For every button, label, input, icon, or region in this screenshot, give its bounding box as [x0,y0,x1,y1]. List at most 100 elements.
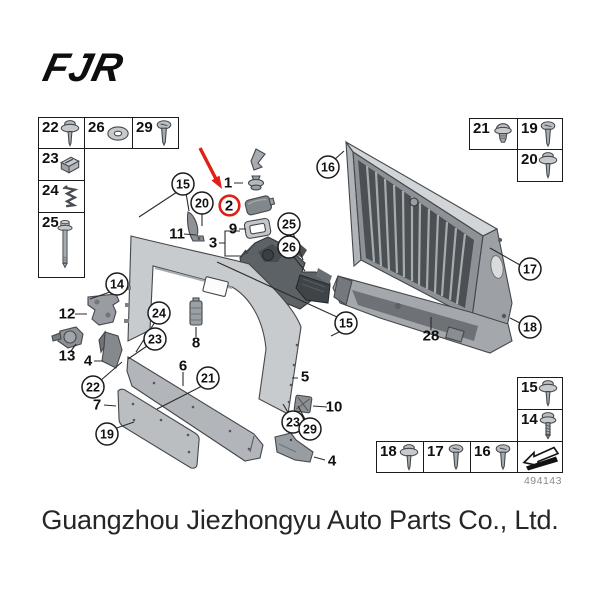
highlight-arrow [198,147,222,189]
part-label-10: 10 [326,399,343,416]
fastener-cell-arrow [517,441,563,473]
direction-arrow-icon [523,446,559,471]
drawing-number: 494143 [523,475,562,487]
part-label-3: 3 [209,235,217,252]
part-number: 15 [521,379,538,396]
clip-nut-icon [60,156,80,174]
screw-icon [495,444,511,470]
company-name: Guangzhou Jiezhongyu Auto Parts Co., Ltd… [41,505,559,535]
part-number: 26 [88,119,105,136]
highlight-circle [218,194,241,217]
part-number: 24 [42,182,59,199]
svg-text:16: 16 [321,161,335,175]
fastener-cell-20: 20 [517,149,563,182]
circled-part-label-17: 17 [518,257,542,281]
circled-part-label-25: 25 [277,212,301,236]
part-bracket [87,293,120,326]
part-label-11: 11 [169,226,185,243]
part-number: 25 [42,214,59,231]
part-number: 17 [427,443,444,460]
svg-text:22: 22 [86,381,100,395]
part-label-12: 12 [59,306,76,323]
part-number: 23 [42,150,59,167]
part-label-4: 4 [84,353,93,370]
circled-part-label-29: 29 [298,417,322,441]
grommet-icon [494,123,512,143]
circled-part-label-22: 22 [81,375,105,399]
circled-part-label-14: 14 [105,272,129,296]
circled-part-label-24: 24 [147,301,171,325]
part-gasket [243,218,272,239]
svg-text:29: 29 [303,423,317,437]
fastener-cell-25: 25 [38,212,85,278]
clamp-icon [61,184,77,208]
circled-part-label-15: 15 [171,172,195,196]
fastener-cell-18: 18 [376,441,424,473]
fastener-cell-21: 21 [469,118,518,150]
part-corner-left [98,330,123,369]
part-lower-beam [332,275,513,354]
circled-part-label-20: 20 [190,191,214,215]
svg-text:20: 20 [195,197,209,211]
svg-text:17: 17 [523,263,537,277]
fastener-cell-14: 14 [517,409,563,442]
fastener-cell-15: 15 [517,377,563,410]
part-radiator-grille [345,140,513,337]
fastener-cell-23: 23 [38,148,85,181]
part-plate-panel [117,388,200,469]
part-label-28: 28 [423,328,440,345]
part-label-8: 8 [192,335,200,352]
part-number: 18 [380,443,397,460]
circled-part-label-21: 21 [196,366,220,390]
part-number: 16 [474,443,491,460]
circled-part-label-19: 19 [95,422,119,446]
flange-screw-icon [60,120,80,147]
part-number: 14 [521,411,538,428]
flange-screw-icon [538,152,558,179]
part-cover [244,195,276,216]
flange-screw-icon [399,444,419,471]
part-label-5: 5 [301,369,309,386]
part-hood-ornament [247,148,266,191]
part-label-13: 13 [59,348,76,365]
circled-part-label-18: 18 [518,315,542,339]
part-number: 21 [473,120,490,137]
part-label-6: 6 [179,358,187,375]
fastener-cell-16: 16 [470,441,518,473]
part-label-1: 1 [224,175,232,192]
part-center-panel [126,356,264,462]
circled-part-label-26: 26 [277,235,301,259]
circled-part-label-15: 15 [334,311,358,335]
circled-part-label-16: 16 [316,155,340,179]
fastener-cell-24: 24 [38,180,85,213]
svg-text:21: 21 [201,372,215,386]
part-stay [186,211,205,242]
fastener-cell-29: 29 [132,117,179,149]
svg-text:18: 18 [523,321,537,335]
screw-icon [540,121,556,147]
part-label-7: 7 [93,397,101,414]
screw-icon [448,444,464,470]
fastener-cell-26: 26 [84,117,133,149]
part-number: 19 [521,120,538,137]
fastener-cell-22: 22 [38,117,85,149]
screw-icon [156,120,172,146]
bolt-icon [57,219,73,269]
part-number: 20 [521,151,538,168]
fastener-cell-19: 19 [517,118,563,150]
part-label-2: 2 [225,198,233,215]
flange-screw-icon [538,380,558,407]
svg-text:15: 15 [339,317,353,331]
fastener-cell-17: 17 [423,441,471,473]
part-plate-small [189,297,203,326]
part-number: 22 [42,119,59,136]
part-label-9: 9 [229,221,237,238]
svg-text:19: 19 [100,428,114,442]
part-corner-right [274,432,314,463]
svg-text:23: 23 [286,416,300,430]
part-number: 29 [136,119,153,136]
part-label-4: 4 [328,453,337,470]
